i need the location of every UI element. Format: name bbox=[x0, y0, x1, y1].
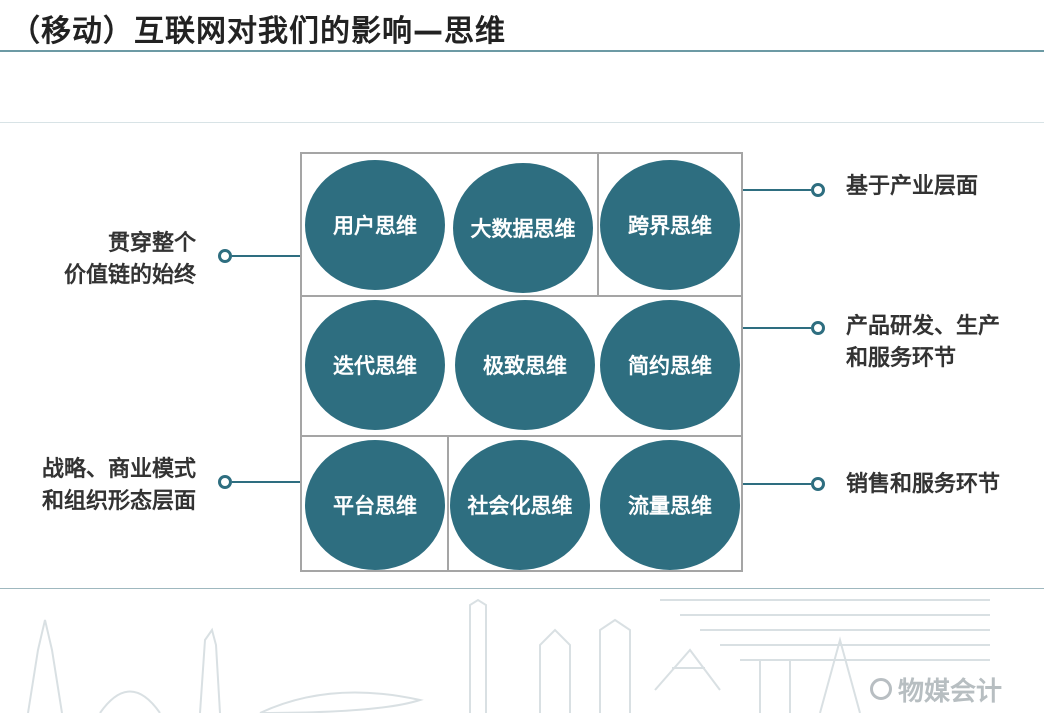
circle-social-thinking: 社会化思维 bbox=[450, 440, 590, 570]
circle-user-thinking: 用户思维 bbox=[305, 160, 445, 290]
grid-row-separator-2 bbox=[302, 435, 741, 437]
watermark-text: 物媒会计 bbox=[898, 676, 1003, 707]
skyline-decoration bbox=[27, 598, 990, 713]
page-title: （移动）互联网对我们的影响—思维 bbox=[10, 14, 506, 49]
left-label-value-chain-line1: 贯穿整个 bbox=[107, 231, 196, 256]
content-bottom-divider bbox=[0, 588, 1044, 589]
right-connector-line-row3 bbox=[743, 483, 811, 485]
left-connector-line-top bbox=[232, 255, 300, 257]
grid-col-separator-row3 bbox=[447, 437, 449, 570]
left-label-value-chain: 贯穿整个 价值链的始终 bbox=[64, 228, 196, 292]
right-connector-dot-row2 bbox=[811, 321, 825, 335]
title-divider bbox=[0, 50, 1044, 52]
left-label-value-chain-line2: 价值链的始终 bbox=[63, 263, 196, 288]
circle-traffic-thinking: 流量思维 bbox=[600, 440, 740, 570]
right-connector-dot-row3 bbox=[811, 477, 825, 491]
right-label-industry-line1: 基于产业层面 bbox=[846, 174, 979, 199]
right-connector-dot-row1 bbox=[811, 183, 825, 197]
right-label-sales-service: 销售和服务环节 bbox=[846, 469, 1000, 501]
content-top-divider bbox=[0, 122, 1044, 123]
thinking-grid bbox=[300, 152, 743, 572]
left-label-strategy-line1: 战略、商业模式 bbox=[41, 457, 196, 482]
circle-cross-border-thinking: 跨界思维 bbox=[600, 160, 740, 290]
left-connector-dot-bottom bbox=[218, 475, 232, 489]
left-label-strategy: 战略、商业模式 和组织形态层面 bbox=[42, 454, 196, 518]
right-label-rnd-production-line1: 产品研发、生产 bbox=[846, 314, 1001, 339]
left-connector-line-bottom bbox=[232, 481, 300, 483]
right-label-industry: 基于产业层面 bbox=[846, 171, 978, 203]
watermark-logo-icon bbox=[870, 678, 892, 700]
grid-row-separator-1 bbox=[302, 295, 741, 297]
right-label-rnd-production: 产品研发、生产 和服务环节 bbox=[846, 311, 1000, 375]
right-label-sales-service-line1: 销售和服务环节 bbox=[846, 472, 1001, 497]
left-connector-dot-top bbox=[218, 249, 232, 263]
circle-big-data-thinking: 大数据思维 bbox=[453, 163, 593, 293]
circle-platform-thinking: 平台思维 bbox=[305, 440, 445, 570]
left-label-strategy-line2: 和组织形态层面 bbox=[41, 489, 196, 514]
watermark: 物媒会计 bbox=[870, 670, 1040, 708]
right-connector-line-row2 bbox=[743, 327, 811, 329]
right-connector-line-row1 bbox=[743, 189, 811, 191]
grid-col-separator-row1 bbox=[597, 154, 599, 295]
right-label-rnd-production-line2: 和服务环节 bbox=[846, 346, 957, 371]
circle-extreme-thinking: 极致思维 bbox=[455, 300, 595, 430]
circle-simplicity-thinking: 简约思维 bbox=[600, 300, 740, 430]
circle-iteration-thinking: 迭代思维 bbox=[305, 300, 445, 430]
